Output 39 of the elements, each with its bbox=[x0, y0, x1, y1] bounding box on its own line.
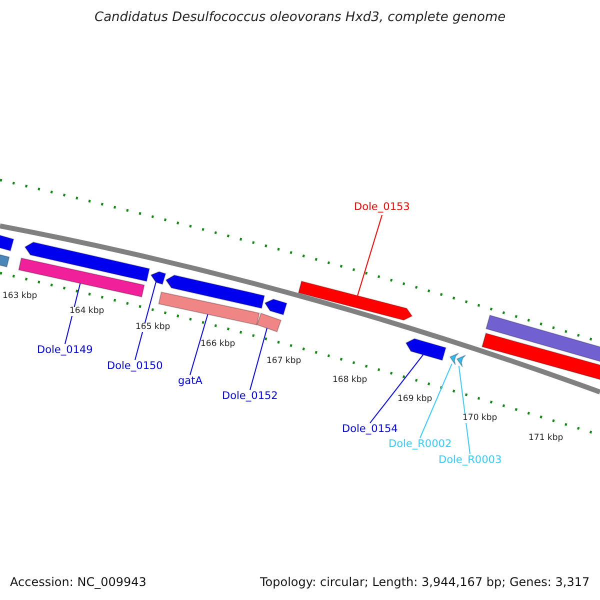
gene-label: Dole_R0002 bbox=[388, 439, 452, 451]
gene-label: Dole_R0003 bbox=[438, 455, 502, 467]
gene-feature-block bbox=[456, 354, 466, 368]
gene-feature-block bbox=[150, 271, 166, 285]
leader-line bbox=[370, 354, 424, 424]
leader-line bbox=[190, 314, 208, 376]
position-label: 164 kbp bbox=[70, 306, 104, 316]
map-title: Candidatus Desulfococcus oleovorans Hxd3, complete genome bbox=[94, 11, 506, 26]
position-label: 169 kbp bbox=[398, 394, 432, 404]
accession-label: Accession: NC_009943 bbox=[10, 576, 146, 589]
position-label: 166 kbp bbox=[200, 340, 236, 349]
leader-line bbox=[420, 363, 452, 438]
position-label: 165 kbp bbox=[136, 322, 170, 332]
position-label: 170 kbp bbox=[462, 414, 498, 423]
position-label: 171 kbp bbox=[528, 434, 564, 443]
gene-feature-block bbox=[165, 274, 265, 309]
gene-label: Dole_0149 bbox=[37, 345, 93, 357]
gene-label: gatA bbox=[178, 376, 202, 388]
position-label: 163 kbp bbox=[2, 292, 38, 301]
gene-label: Dole_0150 bbox=[107, 361, 163, 373]
gene-feature-block bbox=[485, 314, 600, 364]
position-label: 167 kbp bbox=[266, 356, 302, 366]
gene-feature-block bbox=[298, 280, 413, 321]
leader-line bbox=[458, 365, 470, 454]
gene-label: Dole_0153 bbox=[354, 202, 410, 214]
leader-line bbox=[357, 214, 382, 296]
leader-line bbox=[250, 328, 268, 390]
position-label: 168 kbp bbox=[332, 376, 368, 385]
leader-line bbox=[134, 282, 156, 360]
gene-feature-block bbox=[449, 352, 460, 366]
gene-feature-block bbox=[481, 332, 600, 382]
gene-feature-block bbox=[256, 312, 282, 332]
gene-label: Dole_0154 bbox=[342, 424, 398, 436]
gene-label: Dole_0152 bbox=[222, 391, 278, 403]
gene-feature-block bbox=[405, 338, 446, 361]
leader-line bbox=[64, 282, 81, 344]
gene-feature-block bbox=[24, 242, 150, 282]
genome-summary: Topology: circular; Length: 3,944,167 bp; Genes: 3,317 bbox=[260, 576, 590, 589]
gene-feature-block bbox=[264, 298, 288, 316]
